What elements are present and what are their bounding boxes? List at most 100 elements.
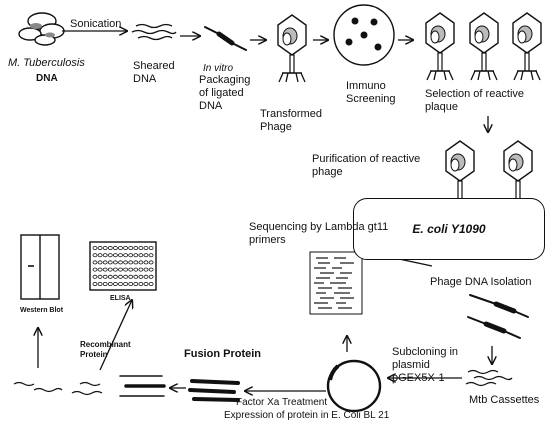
label-factor-xa: Factor Xa Treatment [236,397,328,408]
label-selection: Selection of reactive plaque [425,88,525,113]
western-blot-icon [20,234,60,300]
elisa-well [133,260,139,265]
label-sheared-dna: Sheared DNA [133,60,175,85]
elisa-well [128,245,134,250]
label-elisa: ELISA [110,295,131,302]
label-subcloning: Subcloning in plasmid pGEX5X-1 [392,346,459,384]
fusion-protein-icon [188,379,240,402]
recombinant-protein-icon [13,381,103,396]
label-recombinant-protein: Recombinant Protein [80,340,131,359]
elisa-well [148,281,154,286]
cleaved-protein-icon [119,375,166,397]
elisa-well [123,253,128,258]
elisa-well [102,281,108,286]
elisa-plate-icon [89,241,157,291]
elisa-well [118,245,123,250]
elisa-well [148,245,154,250]
elisa-well [138,274,144,279]
elisa-well [148,267,154,272]
label-ecoli: E. coli Y1090 [412,222,486,236]
label-expression: Expression of protein in E. Coli BL 21 [224,410,390,421]
elisa-well [102,245,108,250]
elisa-well [148,253,154,258]
transformed-phage-icon [277,14,307,83]
label-sequencing: Sequencing by Lambda gt11 primers [249,221,389,246]
elisa-well [123,267,128,272]
label-phage-dna-isolation: Phage DNA Isolation [430,276,532,288]
elisa-well [92,274,98,279]
elisa-well [133,245,139,250]
elisa-well [92,253,98,258]
label-in-vitro: In vitro [203,63,234,74]
label-fusion-protein: Fusion Protein [184,348,261,360]
elisa-well [97,253,103,258]
ecoli-host-box: E. coli Y1090 [353,198,545,260]
elisa-well [118,260,123,265]
phage-dna-icon [467,294,529,339]
elisa-well [107,253,113,258]
elisa-well [113,281,118,286]
elisa-well [97,274,103,279]
elisa-well [92,245,98,250]
elisa-well [118,281,123,286]
mtb-cassettes-icon [465,369,513,387]
ligated-dna-icon [204,26,247,51]
plasmid-icon [326,359,382,413]
elisa-well [113,274,118,279]
label-sonication: Sonication [70,18,122,30]
elisa-well [138,245,144,250]
elisa-well [128,267,134,272]
label-western-blot: Western Blot [20,307,64,314]
elisa-well [123,245,128,250]
elisa-well [92,267,98,272]
elisa-well [113,253,118,258]
elisa-well [97,260,103,265]
label-packaging: Packaging of ligated DNA [199,74,251,112]
elisa-well [143,260,149,265]
elisa-well [148,260,154,265]
elisa-well [102,274,108,279]
elisa-well [102,253,108,258]
petri-dish-icon [333,4,395,66]
elisa-well [123,281,128,286]
elisa-well [123,260,128,265]
elisa-well [133,253,139,258]
elisa-well [118,274,123,279]
label-transformed-phage: Transformed Phage [260,108,322,133]
elisa-well [97,281,103,286]
elisa-well [102,267,108,272]
mtb-bacteria-icon [18,12,65,46]
label-purification: Purification of reactive phage [312,153,421,178]
elisa-well [143,274,149,279]
elisa-well [97,245,103,250]
label-mtb-cassettes: Mtb Cassettes [469,394,540,406]
elisa-well [113,267,118,272]
label-immuno-screening: Immuno Screening [346,80,396,105]
elisa-well [123,274,128,279]
reactive-phage-icon [425,12,455,81]
elisa-well [133,281,139,286]
elisa-well [128,274,134,279]
reactive-phage-icon [512,12,542,81]
label-dna: DNA [36,73,58,84]
elisa-well [133,274,139,279]
reactive-phage-icon [469,12,499,81]
elisa-well [92,281,98,286]
elisa-well [107,245,113,250]
sequencing-gel-icon [309,251,363,315]
elisa-well [138,281,144,286]
elisa-well [128,260,134,265]
elisa-well [138,260,144,265]
arrow-to-elisa [99,300,132,371]
elisa-well [143,267,149,272]
elisa-well [118,267,123,272]
elisa-well [107,281,113,286]
elisa-well [97,267,103,272]
elisa-well [138,253,144,258]
elisa-well [148,274,154,279]
elisa-well [143,281,149,286]
elisa-well [102,260,108,265]
elisa-well [133,267,139,272]
elisa-well [118,253,123,258]
